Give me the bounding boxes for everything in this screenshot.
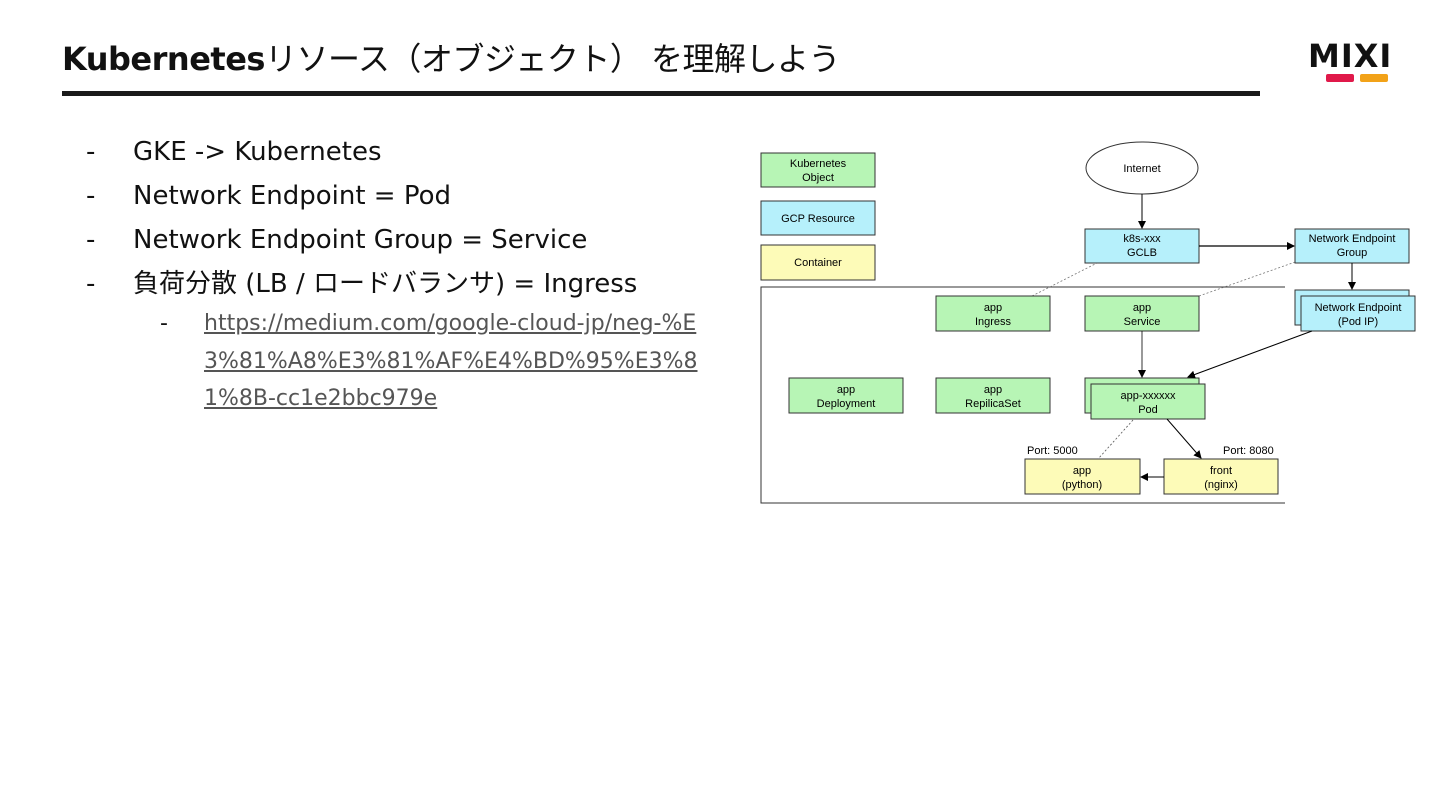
gclb-label-line2: GCLB [1127,247,1157,259]
front-container-box [1163,458,1279,495]
neg-box [1294,228,1410,264]
front-container-label-line2: (nginx) [1204,479,1238,491]
deployment-label-line2: Deployment [817,398,876,410]
ingress-gclb-link [1031,260,1102,297]
legend-container-label: Container [794,257,842,269]
network-endpoint-label-line1: Network Endpoint [1315,302,1402,314]
pod-box [1090,383,1206,420]
port-5000-label: Port: 5000 [1027,445,1078,457]
neg-label-line2: Group [1337,247,1368,259]
arrow-pod-to-front [1166,418,1202,459]
mixi-logo-text: MIXI [1308,37,1393,75]
replicaset-label-line1: app [984,384,1002,396]
medium-article-link[interactable]: https://medium.com/google-cloud-jp/neg-%… [204,311,698,411]
legend-container-box [760,244,876,281]
slide-title: Kubernetesリソース（オブジェクト） を理解しよう [62,34,841,80]
title-underline [62,91,1260,96]
bullet-item: - Network Endpoint Group = Service [86,218,637,262]
pod-label-line1: app-xxxxxx [1120,390,1176,402]
sub-bullet-dash: - [160,311,168,336]
cluster-boundary [760,286,1285,504]
arrow-endpoint-to-pod [1187,330,1313,379]
bullet-item: - Network Endpoint = Pod [86,174,637,218]
pod-app-link [1097,419,1134,460]
legend-kubernetes-object-line2: Object [802,172,834,184]
service-label-line2: Service [1124,316,1161,328]
neg-label-line1: Network Endpoint [1309,233,1396,245]
gclb-box [1084,228,1200,264]
internet-label: Internet [1123,163,1160,175]
mixi-logo-bar-orange [1360,74,1388,82]
bullet-dash: - [86,137,96,167]
app-container-box [1024,458,1141,495]
legend-gcp-resource-box [760,200,876,236]
service-box [1084,295,1200,332]
bullet-item: - 負荷分散 (LB / ロードバランサ) = Ingress [86,262,637,306]
deployment-label-line1: app [837,384,855,396]
network-endpoint-label-line2: (Pod IP) [1338,316,1378,328]
app-container-label-line1: app [1073,465,1091,477]
pod-label-line2: Pod [1138,404,1158,416]
port-8080-label: Port: 8080 [1223,445,1274,457]
ingress-label-line1: app [984,302,1002,314]
bullet-dash: - [86,181,96,211]
legend-kubernetes-object-line1: Kubernetes [790,158,847,170]
replicaset-box [935,377,1051,414]
bullet-text: Network Endpoint Group = Service [133,225,588,255]
deployment-box [788,377,904,414]
legend-gcp-resource-label: GCP Resource [781,213,855,225]
bullet-text: GKE -> Kubernetes [133,137,382,167]
bullet-text: 負荷分散 (LB / ロードバランサ) = Ingress [133,269,638,299]
network-endpoint-box [1300,295,1416,332]
gke-neg-diagram: Kubernetes Object GCP Resource Container… [760,141,1416,504]
bullet-dash: - [86,269,96,299]
gclb-label-line1: k8s-xxx [1123,233,1161,245]
bullet-text: Network Endpoint = Pod [133,181,452,211]
slide-title-rest: リソース（オブジェクト） を理解しよう [264,40,841,78]
app-container-label-line2: (python) [1062,479,1102,491]
replicaset-label-line2: RepilicaSet [965,398,1021,410]
bullet-dash: - [86,225,96,255]
bullet-item: - GKE -> Kubernetes [86,130,637,174]
ingress-label-line2: Ingress [975,316,1012,328]
slide-title-bold: Kubernetes [62,40,265,78]
legend-kubernetes-object-box [760,152,876,188]
mixi-logo-bar-pink [1326,74,1354,82]
mixi-logo: MIXI [1308,40,1404,86]
ingress-box [935,295,1051,332]
bullet-list: - GKE -> Kubernetes - Network Endpoint = P… [86,130,637,306]
service-neg-link [1198,260,1299,297]
service-label-line1: app [1133,302,1151,314]
front-container-label-line1: front [1210,465,1232,477]
